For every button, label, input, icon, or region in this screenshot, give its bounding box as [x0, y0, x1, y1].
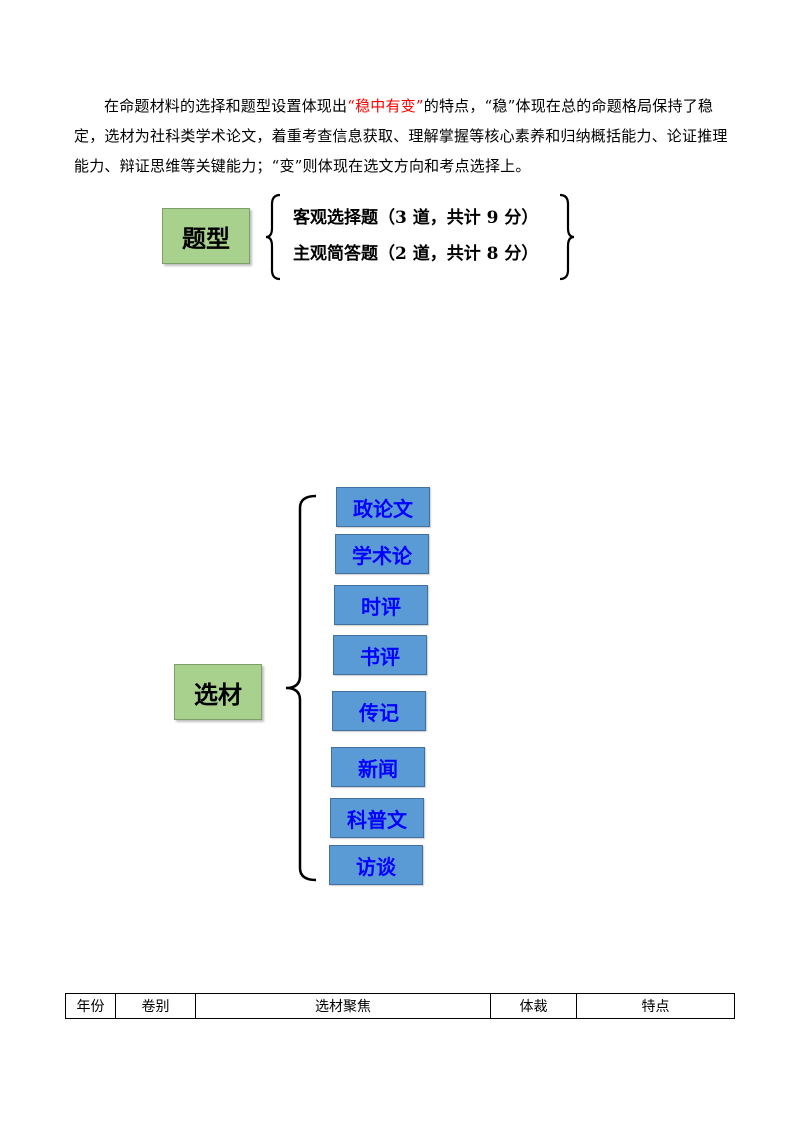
intro-paragraph: 在命题材料的选择和题型设置体现出“稳中有变”的特点，“稳”体现在总的命题格局保持… — [74, 91, 738, 181]
table-header-row: 年份 卷别 选材聚焦 体裁 特点 — [65, 993, 735, 1019]
material-brace-icon — [285, 494, 317, 882]
summary-table: 年份 卷别 选材聚焦 体裁 特点 — [65, 993, 735, 1019]
question-type-objective: 客观选择题（3 道，共计 9 分） — [293, 208, 539, 228]
header-paper: 卷别 — [115, 993, 196, 1019]
right-brace-icon — [559, 193, 575, 281]
material-item-political-essay: 政论文 — [336, 487, 430, 527]
material-label: 选材 — [174, 664, 262, 720]
intro-text-after: 的特点，“稳”体现在总的命题格局保持了稳定，选材为社科类学术论文，着重考查信息获… — [74, 97, 728, 175]
material-item-popular-science: 科普文 — [330, 798, 424, 838]
header-year: 年份 — [65, 993, 116, 1019]
question-type-label: 题型 — [162, 208, 250, 264]
question-type-subjective: 主观简答题（2 道，共计 8 分） — [293, 244, 539, 264]
material-item-interview: 访谈 — [329, 845, 423, 885]
intro-highlight: “稳中有变” — [347, 97, 424, 115]
material-item-book-review: 书评 — [333, 635, 427, 675]
header-features: 特点 — [576, 993, 735, 1019]
material-item-academic-essay: 学术论 — [335, 534, 429, 574]
left-brace-icon — [265, 193, 281, 281]
header-material-focus: 选材聚焦 — [195, 993, 491, 1019]
material-item-news: 新闻 — [331, 747, 425, 787]
material-item-commentary: 时评 — [334, 585, 428, 625]
material-item-biography: 传记 — [332, 691, 426, 731]
header-genre: 体裁 — [490, 993, 577, 1019]
intro-text-before: 在命题材料的选择和题型设置体现出 — [104, 97, 348, 115]
